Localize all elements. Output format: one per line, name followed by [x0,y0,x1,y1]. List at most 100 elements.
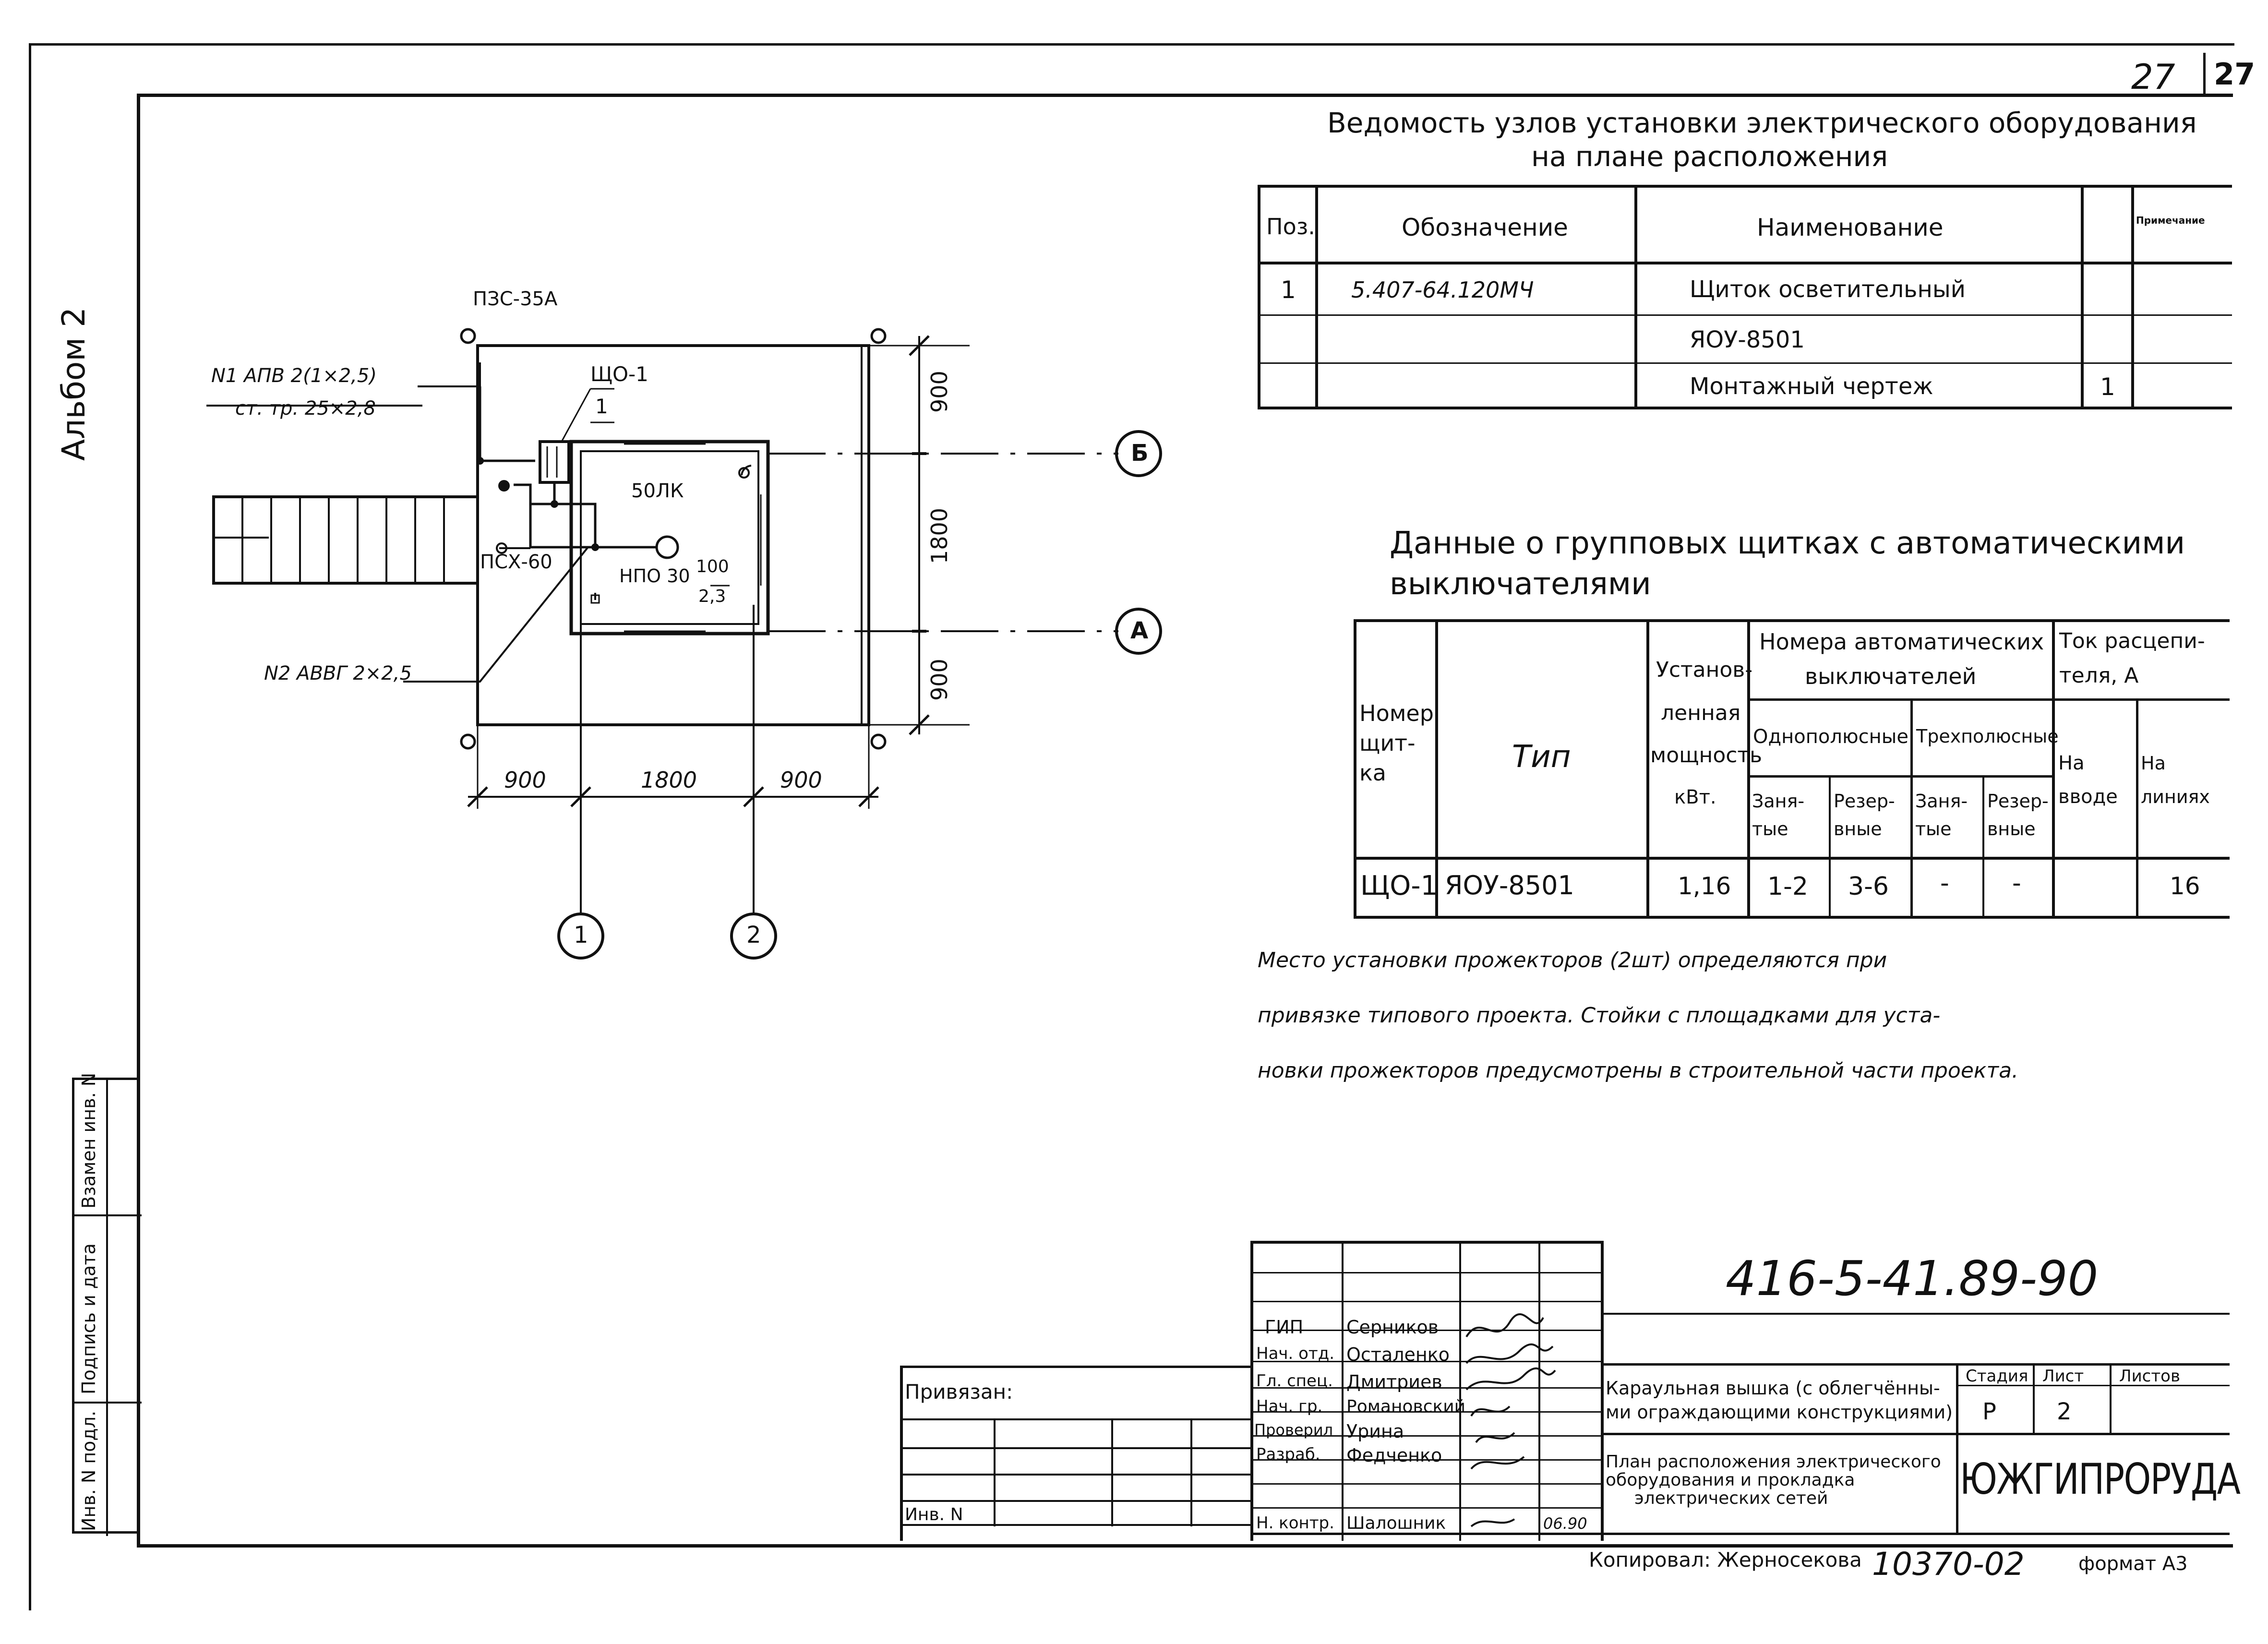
page-corner-number: 27 [2214,57,2256,92]
tb-format: формат А3 [2078,1553,2188,1575]
tb-role-0: ГИП [1265,1317,1304,1338]
equipment-list-table: Поз. Обозначение Наименование Примечание… [1258,185,2232,410]
lamp-fraction-bottom: 2,3 [698,587,726,606]
tb-copy-number: 10370-02 [1872,1546,2025,1583]
pd-header-panel-no: Номер щит- ка [1359,700,1434,786]
eq-row1-name: Щиток осветительный [1690,276,1966,303]
pd-row-on-lines: 16 [2170,872,2200,900]
tb-sheet: 2 [2057,1398,2072,1425]
panel-shield [539,440,570,484]
tb-name-4: Урина [1346,1421,1404,1442]
note-line1: Место установки прожекторов (2шт) опреде… [1258,948,1887,972]
pd-header-three-reserve: Резер- вные [1987,791,2049,840]
side-stamp: Взамен инв. N Подпись и дата Инв. N подл… [72,1073,142,1536]
pd-header-on-lines: На линиях [2141,753,2210,807]
axis-1-label: 1 [574,922,588,948]
tb-name-5: Федченко [1346,1445,1442,1466]
panel-number: 1 [595,395,608,418]
pd-row-panel-no: ЩО-1 [1360,870,1438,901]
eq-row3-name: Монтажный чертеж [1690,373,1933,400]
tb-name-2: Дмитриев [1346,1371,1442,1392]
note-line2: привязке типового проекта. Стойки с площ… [1258,1003,1941,1028]
eq-header-name: Наименование [1757,214,1944,241]
pd-row-three-reserve: - [2012,869,2021,898]
axis-b-bubble [1115,430,1162,477]
pd-row-single-reserve: 3-6 [1848,872,1889,901]
tb-role-2: Гл. спец. [1256,1371,1333,1391]
eq-header-note: Примечание [2136,215,2205,226]
signature-marks [1465,1313,1556,1527]
axis-1-bubble [557,912,604,960]
tb-stage: Р [1982,1398,1996,1425]
page-number-divider [2203,53,2206,96]
tb-name-0: Серников [1346,1317,1439,1338]
page-number: 27 [2131,57,2175,97]
tb-role-1: Нач. отд. [1256,1344,1335,1363]
tb-copied-by: Копировал: Жерносекова [1589,1548,1862,1572]
pd-header-breakers-l1: Номера автоматических [1759,629,2044,655]
pd-header-at-input: На вводе [2058,752,2118,808]
pd-header-single-busy: Заня- тые [1752,791,1805,840]
eq-header-pos: Поз. [1266,214,1315,240]
eq-header-designation: Обозначение [1402,214,1568,241]
axis-2-label: 2 [746,922,761,948]
tb-role-5: Разраб. [1256,1445,1320,1464]
eq-row1-designation: 5.407-64.120МЧ [1351,277,1534,303]
note-line3: новки прожекторов предусмотрены в строит… [1258,1058,2019,1083]
pd-header-breakers-l2: выключателей [1805,663,1977,689]
tb-sheet-title-line3: электрических сетей [1634,1488,1828,1508]
axis-a-label: А [1130,617,1149,644]
tb-role-3: Нач. гр. [1256,1397,1323,1416]
tb-name-3: Романовский [1346,1397,1466,1416]
dim-vertical-top: 900 [926,371,952,413]
pd-row-single-busy: 1-2 [1767,872,1808,901]
tb-bound-label: Привязан: [905,1380,1013,1404]
pd-header-single-reserve: Резер- вные [1834,791,1895,840]
tb-stage-label: Стадия [1966,1367,2028,1386]
dim-vertical-mid: 1800 [926,507,952,564]
tb-name-7: Шалошник [1346,1513,1446,1533]
inner-frame [137,94,2233,1548]
pd-row-three-busy: - [1940,869,1949,898]
tb-object-line1: Караульная вышка (с облегчённы- [1606,1378,1940,1399]
lamp-label-psx60: ПСХ-60 [480,551,552,573]
axis-a-bubble [1115,608,1162,655]
cable1-label-line2: ст. тр. 25×2,8 [235,397,376,420]
staircase [212,495,479,585]
panel-label: ЩО-1 [590,362,648,386]
pd-header-power-l3: мощность [1650,743,1762,768]
tb-name-1: Осталенко [1346,1344,1450,1365]
eq-row2-name: ЯОУ-8501 [1690,326,1805,353]
plan-top-label: ПЗС-35А [473,288,558,310]
tb-role-7: Н. контр. [1256,1513,1334,1533]
binding-block: Привязан: Инв. N [900,1366,1253,1541]
eq-row3-qty: 1 [2100,373,2115,401]
pd-header-single-pole: Однополюсные [1753,726,1908,748]
pd-header-three-pole: Трехполюсные [1916,726,2059,747]
tb-sheet-label: Лист [2042,1367,2084,1386]
dim-horizontal-right: 900 [780,767,822,793]
outer-frame [29,43,2234,1610]
eq-row1-pos: 1 [1281,276,1296,304]
pd-header-power-l4: кВт. [1674,786,1716,808]
tb-sheets-label: Листов [2119,1367,2181,1386]
tb-sheet-title-line1: План расположения электрического [1606,1452,1941,1472]
tb-inv-no-label: Инв. N [905,1505,963,1524]
panel-data-title-line1: Данные о групповых щитках с автоматическ… [1390,526,2185,561]
equipment-list-title-line2: на плане расположения [1531,140,1888,173]
cable2-label: N2 АВВГ 2×2,5 [264,662,412,684]
pd-header-three-busy: Заня- тые [1915,791,1968,840]
pd-header-power-l1: Установ- [1656,658,1753,682]
equipment-list-title-line1: Ведомость узлов установки электрического… [1327,107,2197,139]
pd-header-current-l2: теля, А [2059,663,2139,688]
tb-date: 06.90 [1543,1514,1587,1533]
axis-b-label: Б [1131,440,1149,467]
panel-data-title-line2: выключателями [1390,566,1651,602]
title-block: ГИП Нач. отд. Гл. спец. Нач. гр. Провери… [1250,1241,2241,1541]
lamp-npo30 [655,535,679,559]
cable1-label-line1: N1 АПВ 2(1×2,5) [211,365,377,387]
pd-header-power-l2: ленная [1661,701,1741,725]
pd-row-power: 1,16 [1678,872,1731,900]
